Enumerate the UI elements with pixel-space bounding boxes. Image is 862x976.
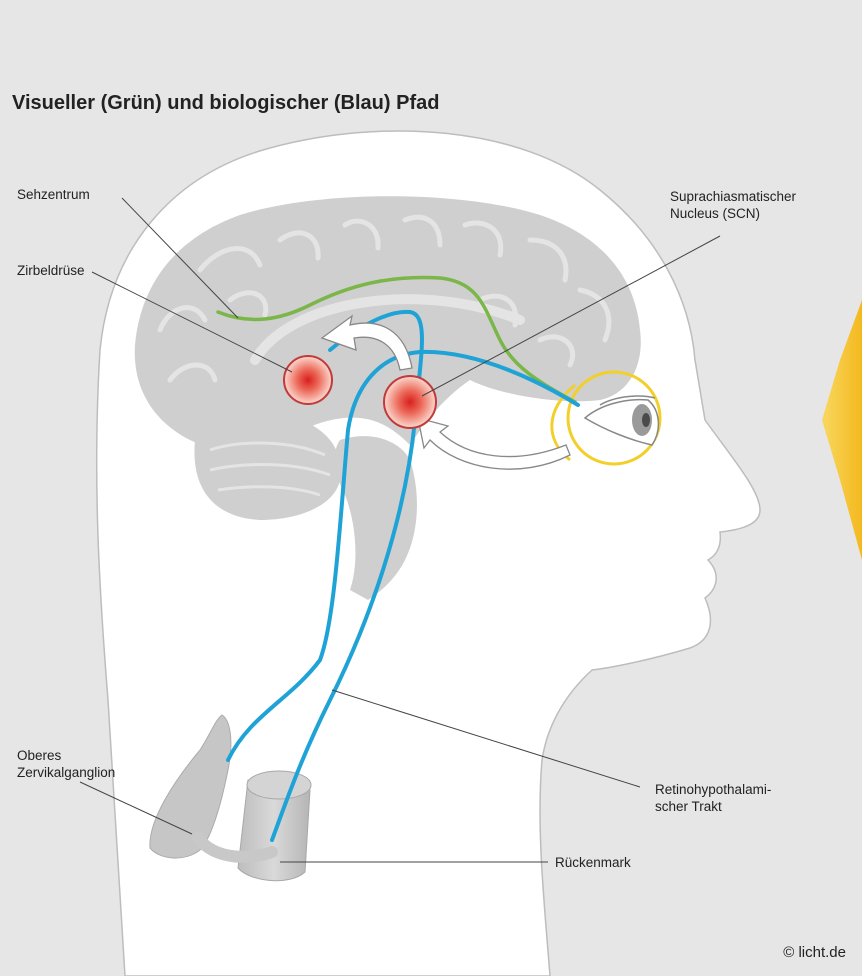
label-zirbeldruese-text: Zirbeldrüse: [17, 262, 85, 279]
copyright-notice: © licht.de: [783, 944, 846, 961]
label-scn-line1: Suprachiasmatischer: [670, 188, 796, 205]
label-sehzentrum-text: Sehzentrum: [17, 186, 90, 203]
label-scn-line2: Nucleus (SCN): [670, 205, 796, 222]
label-trakt: Retinohypothalami- scher Trakt: [655, 781, 771, 815]
spinal-cord-cylinder: [238, 771, 311, 881]
label-ganglion-line1: Oberes: [17, 747, 115, 764]
pineal-gland-marker: [284, 356, 332, 404]
label-trakt-line1: Retinohypothalami-: [655, 781, 771, 798]
label-trakt-line2: scher Trakt: [655, 798, 771, 815]
label-rueckenmark: Rückenmark: [555, 854, 631, 871]
label-sehzentrum: Sehzentrum: [17, 186, 90, 203]
label-scn: Suprachiasmatischer Nucleus (SCN): [670, 188, 796, 222]
yellow-accent-shape: [822, 300, 862, 560]
label-ganglion-line2: Zervikalganglion: [17, 764, 115, 781]
label-zirbeldruese: Zirbeldrüse: [17, 262, 85, 279]
label-ganglion: Oberes Zervikalganglion: [17, 747, 115, 781]
scn-marker: [384, 376, 436, 428]
diagram-title: Visueller (Grün) und biologischer (Blau)…: [12, 92, 439, 115]
label-rueckenmark-text: Rückenmark: [555, 854, 631, 871]
